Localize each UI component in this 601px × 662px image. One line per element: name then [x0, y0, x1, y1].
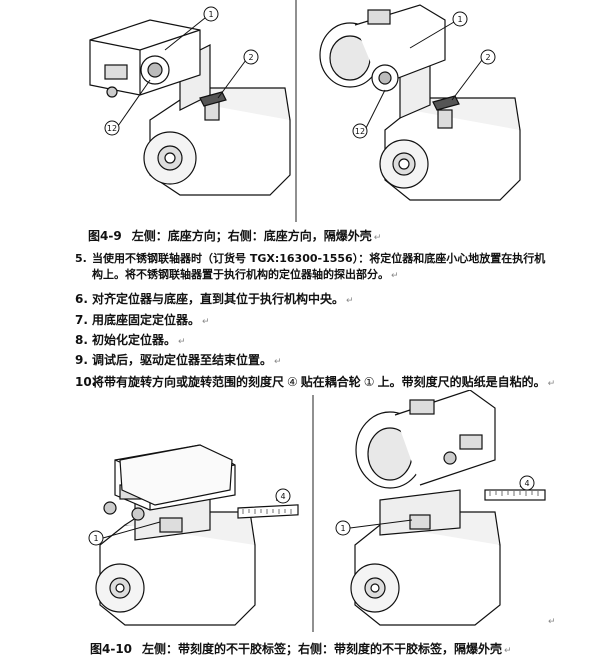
- positioner-actuator-right: [319, 4, 521, 201]
- callout-12-right: [352, 123, 368, 139]
- svg-text:1: 1: [457, 15, 462, 24]
- step-7: 7.用底座固定定位器。↵: [75, 313, 210, 327]
- svg-text:12: 12: [107, 124, 117, 133]
- step-5-line-1: 当使用不锈钢联轴器时（订货号 TGX:16300-1556）：将定位器和底座小心…: [92, 252, 546, 265]
- figure-caption-text: 左侧：底座方向；右侧：底座方向，隔爆外壳: [131, 229, 372, 243]
- callout-1-left: [203, 6, 219, 22]
- step-5-line-2: 构上。将不锈钢联轴器置于执行机构的定位器轴的探出部分。: [92, 268, 389, 281]
- svg-text:2: 2: [485, 53, 490, 62]
- svg-text:12: 12: [355, 127, 365, 136]
- step-8: 8.初始化定位器。↵: [75, 333, 186, 347]
- svg-text:↵: ↵: [548, 617, 556, 627]
- positioner-with-scale-left: [95, 444, 299, 626]
- svg-text:1: 1: [208, 10, 213, 19]
- callout-ref-1: ①: [363, 375, 375, 389]
- callout-4-right: [519, 475, 535, 491]
- callout-2-left: [243, 49, 259, 65]
- svg-text:4: 4: [524, 479, 529, 488]
- callout-4-left: [275, 488, 291, 504]
- callout-12-left: [104, 120, 120, 136]
- positioner-actuator-left: [89, 19, 291, 196]
- figure-4-9-illustration: 1 2 12 1 2 12: [89, 0, 521, 222]
- step-6: 6.对齐定位器与底座，直到其位于执行机构中央。↵: [75, 292, 354, 306]
- figure-4-10-illustration: 4 1 4 1 ↵: [88, 390, 556, 632]
- figure-caption-text: 左侧：带刻度的不干胶标签；右侧：带刻度的不干胶标签，隔爆外壳: [142, 642, 503, 656]
- callout-1-right-4-10: [335, 520, 351, 536]
- svg-text:4: 4: [280, 492, 285, 501]
- callout-1-left-4-10: [88, 530, 104, 546]
- svg-text:1: 1: [93, 534, 98, 543]
- scale-ticks-right: [489, 491, 539, 496]
- callout-1-right: [452, 11, 468, 27]
- callout-2-right: [480, 49, 496, 65]
- positioner-with-scale-right: [350, 390, 546, 626]
- step-9: 9.调试后，驱动定位器至结束位置。↵: [75, 353, 282, 367]
- figure-label: 图4-10: [90, 642, 133, 656]
- step-5: 5.当使用不锈钢联轴器时（订货号 TGX:16300-1556）：将定位器和底座…: [75, 252, 546, 265]
- callout-ref-4: ④: [287, 375, 298, 389]
- svg-text:2: 2: [248, 53, 253, 62]
- svg-text:1: 1: [340, 524, 345, 533]
- scale-ticks-left: [242, 509, 292, 514]
- figure-label: 图4-9: [88, 229, 122, 243]
- step-5-continued: 构上。将不锈钢联轴器置于执行机构的定位器轴的探出部分。↵: [92, 268, 399, 281]
